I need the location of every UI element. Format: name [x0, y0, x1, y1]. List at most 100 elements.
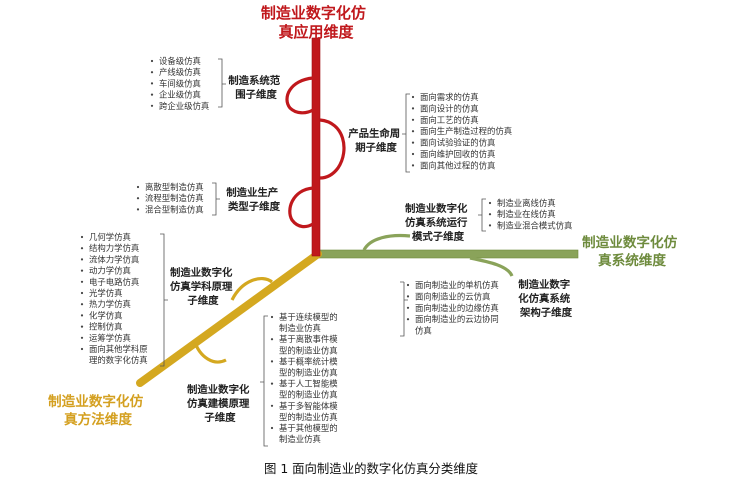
- modeling-item: 制造业仿真: [279, 323, 321, 333]
- range-item-bullet: [150, 82, 154, 85]
- modeling-item-bullet: [270, 360, 274, 363]
- discipline-items: 几何学仿真结构力学仿真流体力学仿真动力学仿真电子电路仿真光学仿真热力学仿真化学仿…: [80, 232, 148, 365]
- application-axis-title: 制造业数字化仿 真应用维度: [261, 4, 371, 41]
- modeling-item: 型的制造业仿真: [279, 368, 338, 378]
- figure-caption: 图 1 面向制造业的数字化仿真分类维度: [264, 461, 478, 476]
- discipline-item-bullet: [80, 291, 84, 295]
- arch-item: 面向制造业的边缘仿真: [415, 303, 499, 313]
- lifecycle-item-bullet: [411, 118, 415, 121]
- arch-item-bullet: [406, 318, 410, 321]
- runmode-item-bullet: [488, 213, 492, 216]
- lifecycle-item: 面向工艺的仿真: [420, 115, 479, 125]
- bracket-modeling: [260, 315, 268, 447]
- system-axis-title-line1: 制造业数字化仿: [582, 234, 678, 251]
- runmode-item: 制造业混合模式仿真: [497, 220, 572, 230]
- lifecycle-item: 面向试验验证的仿真: [420, 138, 495, 148]
- bracket-prodtype: [212, 182, 220, 216]
- runmode-item-bullet: [488, 224, 492, 227]
- discipline-item-bullet: [80, 269, 84, 272]
- arch-item-bullet: [406, 283, 410, 287]
- method-axis-bar: [136, 250, 322, 387]
- lifecycle-item-bullet: [411, 95, 415, 99]
- lifecycle-item-bullet: [411, 164, 415, 167]
- bracket-range: [218, 58, 226, 108]
- lifecycle-subdimension-title: 产品生命周 期子维度: [348, 127, 404, 154]
- prodtype-item-bullet: [136, 197, 140, 200]
- modeling-item: 基于多智能体模: [279, 401, 338, 411]
- modeling-item-bullet: [270, 382, 274, 385]
- discipline-item: 电子电路仿真: [89, 277, 139, 287]
- lifecycle-item: 面向其他过程的仿真: [420, 160, 495, 170]
- range-item-bullet: [150, 93, 154, 96]
- lifecycle-item-bullet: [411, 130, 415, 133]
- prodtype-item: 流程型制造仿真: [145, 193, 204, 203]
- range-item-bullet: [150, 71, 154, 74]
- runmode-item: 制造业在线仿真: [497, 209, 556, 219]
- discipline-item-bullet: [80, 347, 84, 351]
- application-axis-title-line1: 制造业数字化仿: [261, 4, 366, 22]
- modeling-item: 型的制造业仿真: [279, 390, 338, 400]
- arch-items: 面向制造业的单机仿真面向制造业的云仿真面向制造业的边缘仿真面向制造业的云边协同仿…: [406, 280, 499, 336]
- discipline-item: 动力学仿真: [89, 266, 131, 276]
- branch-prodtype: [288, 186, 314, 229]
- arch-item-bullet: [406, 295, 410, 298]
- discipline-item: 化学仿真: [89, 310, 123, 320]
- modeling-item-bullet: [270, 404, 274, 407]
- branch-runmode: [362, 233, 411, 251]
- lifecycle-item: 面向需求的仿真: [420, 92, 479, 102]
- bracket-lifecycle: [402, 93, 410, 173]
- prodtype-item-bullet: [136, 208, 140, 211]
- range-item-bullet: [150, 104, 154, 107]
- range-item: 企业级仿真: [159, 90, 201, 100]
- discipline-item: 运筹学仿真: [89, 333, 131, 343]
- modeling-item-bullet: [270, 338, 274, 341]
- discipline-item-bullet: [80, 336, 84, 339]
- range-item-bullet: [150, 59, 154, 63]
- system-axis-bar: [317, 249, 579, 259]
- range-item: 跨企业级仿真: [159, 101, 209, 111]
- bracket-arch: [400, 281, 408, 337]
- prodtype-item: 混合型制造仿真: [145, 204, 204, 214]
- branch-lifecycle: [319, 118, 346, 180]
- range-item: 产线级仿真: [159, 67, 201, 77]
- lifecycle-item-bullet: [411, 107, 415, 110]
- prodtype-item: 离散型制造仿真: [145, 182, 204, 192]
- lifecycle-item-bullet: [411, 141, 415, 144]
- discipline-item: 结构力学仿真: [89, 243, 139, 253]
- method-axis-title-line2: 真方法维度: [64, 411, 132, 428]
- discipline-item-bullet: [80, 303, 84, 306]
- branch-arch: [469, 256, 514, 277]
- lifecycle-item: 面向设计的仿真: [420, 103, 479, 113]
- arch-subdimension-title: 制造业数字 化仿真系统 架构子维度: [518, 278, 574, 319]
- discipline-item: 热力学仿真: [89, 299, 131, 309]
- modeling-subdimension-title: 制造业数字化 仿真建模原理 子维度: [187, 383, 253, 424]
- discipline-item-bullet: [80, 235, 84, 239]
- modeling-item: 基于离散事件模: [279, 334, 338, 344]
- lifecycle-item-bullet: [411, 152, 415, 156]
- modeling-item: 基于概率统计模: [279, 356, 338, 366]
- discipline-item-bullet: [80, 258, 84, 261]
- modeling-item: 型的制造业仿真: [279, 412, 338, 422]
- modeling-item: 型的制造业仿真: [279, 345, 338, 355]
- range-subdimension-title: 制造系统范 围子维度: [228, 74, 284, 101]
- discipline-item: 几何学仿真: [89, 232, 131, 242]
- prodtype-subdimension-title: 制造业生产 类型子维度: [226, 186, 282, 213]
- lifecycle-item: 面向维护回收的仿真: [420, 149, 495, 159]
- branch-modeling: [192, 339, 227, 364]
- modeling-item-bullet: [270, 315, 274, 319]
- arch-item: 面向制造业的云边协同: [415, 314, 499, 324]
- branch-range: [285, 76, 314, 115]
- modeling-item: 基于其他模型的: [279, 423, 338, 433]
- application-axis-bar: [311, 37, 321, 257]
- bracket-runmode: [478, 198, 486, 232]
- runmode-item-bullet: [488, 201, 492, 205]
- method-axis-title: 制造业数字化仿 真方法维度: [48, 393, 148, 428]
- arch-item: 仿真: [415, 326, 432, 336]
- arch-item-bullet: [406, 306, 410, 309]
- lifecycle-item: 面向生产制造过程的仿真: [420, 126, 512, 136]
- arch-item: 面向制造业的云仿真: [415, 291, 490, 301]
- discipline-item-bullet: [80, 325, 84, 328]
- lifecycle-items: 面向需求的仿真面向设计的仿真面向工艺的仿真面向生产制造过程的仿真面向试验验证的仿…: [411, 92, 512, 170]
